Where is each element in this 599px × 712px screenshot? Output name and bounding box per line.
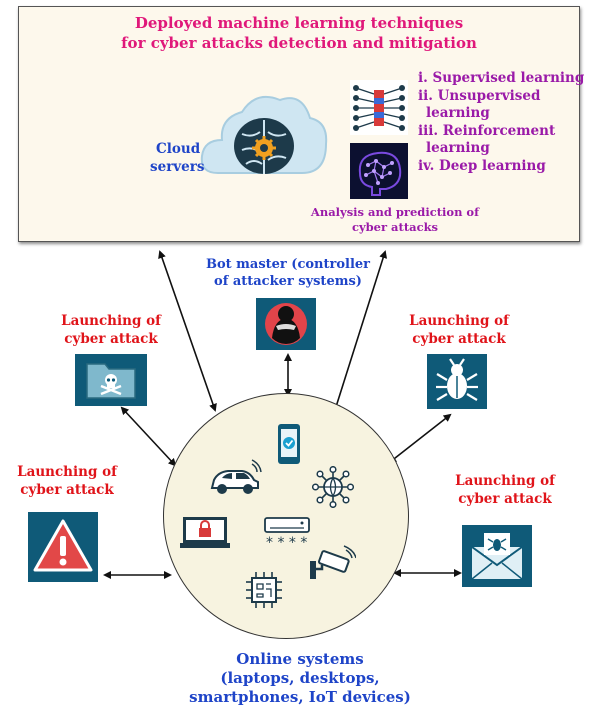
email-bug-icon	[462, 525, 532, 587]
network-globe-icon	[311, 465, 355, 509]
air-conditioner-icon: * * * *	[262, 515, 312, 551]
arrow-cloud-right	[332, 250, 388, 412]
hacker-icon	[256, 298, 316, 350]
cloud-brain-icon	[198, 78, 330, 198]
locked-laptop-icon	[180, 515, 230, 551]
list-item: iii. Reinforcement	[418, 122, 556, 139]
online-systems-label: Online systems (laptops, desktops, smart…	[189, 650, 411, 706]
list-item: learning	[426, 105, 490, 121]
arrow-left-top	[120, 406, 177, 467]
ml-techniques-list: i. Supervised learning ii. Unsupervised …	[418, 70, 598, 175]
warning-icon	[28, 512, 98, 582]
list-item: learning	[426, 140, 490, 156]
microchip-icon	[244, 570, 284, 610]
svg-text:* * * *: * * * *	[266, 535, 307, 551]
deep-learning-brain-icon	[350, 143, 408, 199]
skull-folder-icon	[75, 354, 147, 406]
neural-network-icon	[350, 80, 408, 135]
attack-label-left-top: Launching of cyber attack	[61, 313, 161, 347]
panel-title: Deployed machine learning techniques for…	[121, 14, 477, 52]
attack-label-right-mid: Launching of cyber attack	[455, 473, 555, 507]
smartphone-icon	[272, 422, 306, 466]
arrow-cloud-left	[158, 250, 217, 412]
list-item: iv. Deep learning	[418, 157, 546, 174]
cloud-servers-label: Cloud servers	[150, 141, 205, 175]
analysis-label: Analysis and prediction of cyber attacks	[310, 205, 480, 234]
security-camera-icon	[306, 545, 357, 583]
botmaster-label: Bot master (controller of attacker syste…	[205, 257, 371, 289]
attack-label-right-top: Launching of cyber attack	[409, 313, 509, 347]
connected-car-icon	[208, 458, 262, 498]
list-item: i. Supervised learning	[418, 70, 585, 86]
arrow-right-top	[388, 413, 452, 464]
list-item: ii. Unsupervised	[418, 87, 541, 104]
attack-label-left-mid: Launching of cyber attack	[17, 464, 117, 498]
bug-icon	[427, 354, 487, 409]
